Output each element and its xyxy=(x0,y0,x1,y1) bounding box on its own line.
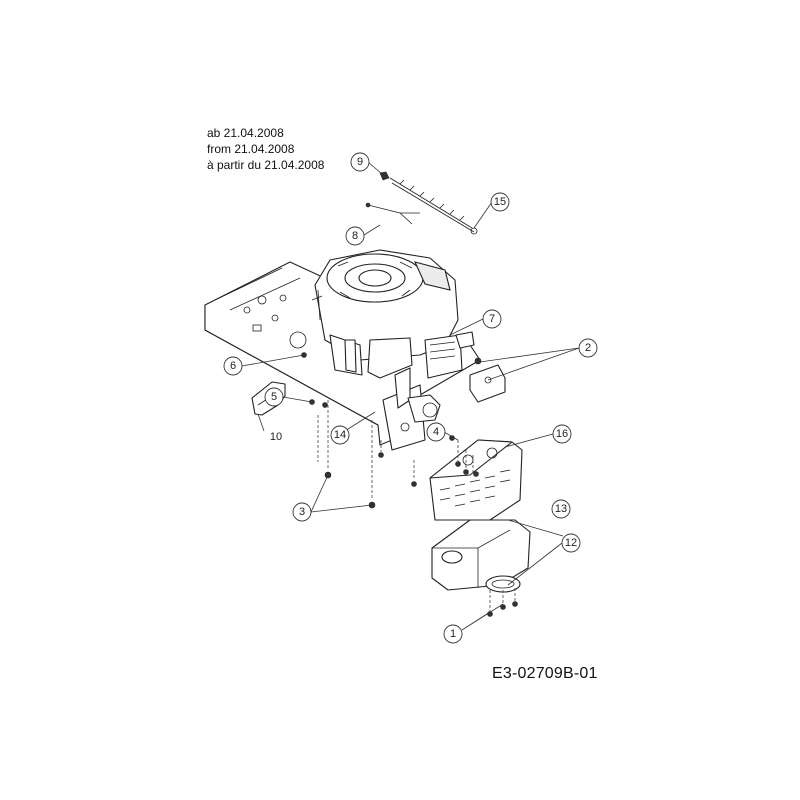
callout-14: 14 xyxy=(330,425,350,445)
callout-2: 2 xyxy=(578,338,598,358)
callout-1: 1 xyxy=(443,624,463,644)
callout-9-label: 9 xyxy=(357,156,363,168)
callout-13: 13 xyxy=(551,499,571,519)
callout-15: 15 xyxy=(490,192,510,212)
callout-10: 10 xyxy=(270,431,282,443)
callout-13-label: 13 xyxy=(555,503,567,515)
callout-7-label: 7 xyxy=(489,313,495,325)
callout-16-label: 16 xyxy=(556,428,568,440)
callout-8: 8 xyxy=(345,226,365,246)
callout-5-label: 5 xyxy=(271,391,277,403)
callout-3-label: 3 xyxy=(299,506,305,518)
validity-date-block: ab 21.04.2008 from 21.04.2008 à partir d… xyxy=(207,125,324,173)
leader-lines xyxy=(241,161,580,631)
callout-10-label: 10 xyxy=(270,431,282,443)
callout-1-label: 1 xyxy=(450,628,456,640)
callout-6: 6 xyxy=(223,356,243,376)
callout-14-label: 14 xyxy=(334,429,346,441)
callout-9: 9 xyxy=(350,152,370,172)
callout-15-label: 15 xyxy=(494,196,506,208)
date-line-de: ab 21.04.2008 xyxy=(207,126,284,140)
document-code: E3-02709B-01 xyxy=(492,665,598,682)
callout-6-label: 6 xyxy=(230,360,236,372)
callout-16: 16 xyxy=(552,424,572,444)
callout-4: 4 xyxy=(426,422,446,442)
callout-5: 5 xyxy=(264,387,284,407)
callout-8-label: 8 xyxy=(352,230,358,242)
part-16-heat-shield xyxy=(429,439,523,521)
part-15-spring xyxy=(389,177,478,235)
callout-7: 7 xyxy=(482,309,502,329)
fasteners xyxy=(301,352,518,617)
callout-3: 3 xyxy=(292,502,312,522)
date-line-fr: à partir du 21.04.2008 xyxy=(207,158,325,172)
part-13-muffler xyxy=(431,519,531,591)
part-2-bracket xyxy=(469,364,506,403)
date-line-en: from 21.04.2008 xyxy=(207,142,295,156)
callout-4-label: 4 xyxy=(433,426,439,438)
engine xyxy=(311,249,475,423)
callout-2-label: 2 xyxy=(585,342,591,354)
callout-12: 12 xyxy=(561,533,581,553)
part-9-nut xyxy=(379,171,390,181)
part-8-rod xyxy=(365,202,420,225)
callout-12-label: 12 xyxy=(565,537,577,549)
